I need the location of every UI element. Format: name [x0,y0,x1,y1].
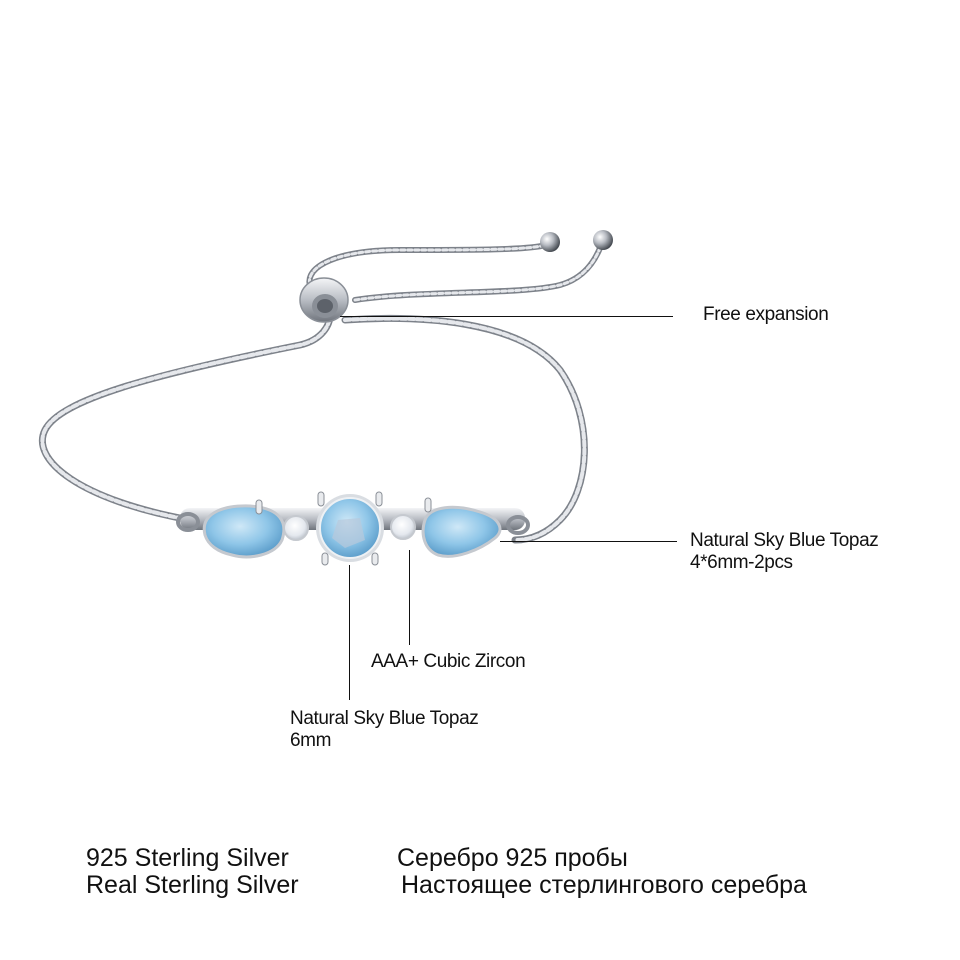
gem-setting [176,491,530,566]
footer-russian: Серебро 925 пробы Настоящее стерлинговог… [397,845,807,899]
footer-ru-line-1: Серебро 925 пробы [397,844,628,872]
slider-bead [299,277,349,323]
end-ball-left [540,232,560,252]
callout-free-expansion: Free expansion [703,304,829,325]
callout-center-topaz-size: 6mm [290,730,332,751]
end-ball-right [593,230,613,250]
footer-ru-line-2: Настоящее стерлингового серебра [401,871,807,899]
footer-en-line-2: Real Sterling Silver [86,871,299,899]
box-chain [38,242,603,544]
callout-zircon: AAA+ Cubic Zircon [371,651,526,672]
footer-english: 925 Sterling Silver Real Sterling Silver [86,845,299,899]
leader-line-side-topaz [500,541,677,542]
callout-center-topaz: Natural Sky Blue Topaz 6mm [290,708,479,752]
footer-en-line-1: 925 Sterling Silver [86,844,289,872]
callout-side-topaz-title: Natural Sky Blue Topaz [690,530,879,551]
callout-side-topaz: Natural Sky Blue Topaz 4*6mm-2pcs [690,530,879,574]
leader-line-center-topaz [349,565,350,700]
leader-line-free-expansion [340,316,673,317]
callout-side-topaz-size: 4*6mm-2pcs [690,552,793,573]
callout-center-topaz-title: Natural Sky Blue Topaz [290,708,479,729]
leader-line-zircon [409,550,410,645]
